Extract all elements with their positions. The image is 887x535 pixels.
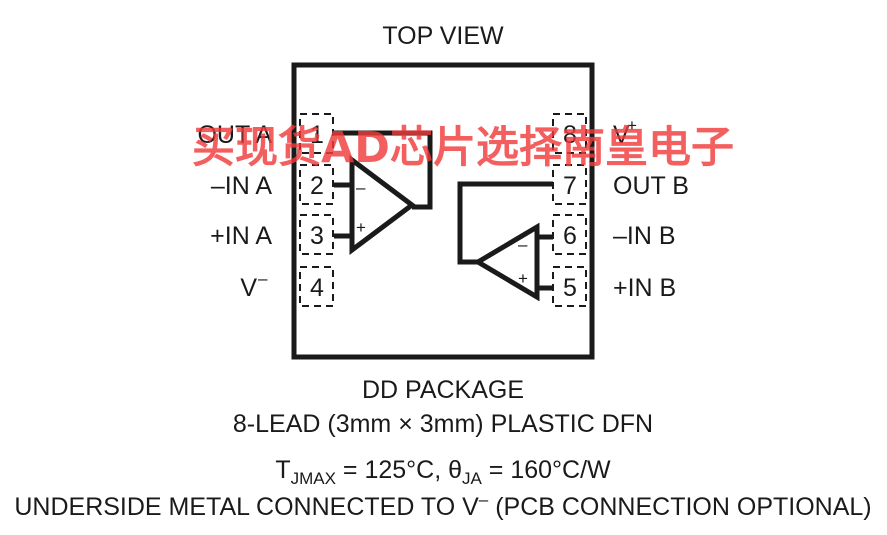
pin-2-label: –IN A <box>211 172 272 200</box>
pin-2-pad <box>299 164 334 205</box>
underside-note: UNDERSIDE METAL CONNECTED TO V– (PCB CON… <box>14 490 871 521</box>
pin-4-label: V <box>240 274 257 302</box>
opamp-a-output-trace <box>334 130 433 210</box>
pin-1-pad <box>299 113 334 154</box>
thermal-spec: TJMAX = 125°C, θJA = 160°C/W <box>275 456 611 488</box>
opamp-a-plus-sign: + <box>356 218 366 237</box>
opamp-b-triangle <box>473 222 540 302</box>
pin-1-number: 1 <box>310 121 324 149</box>
pin-5-number: 5 <box>563 274 577 302</box>
opamp-b-plus-sign: + <box>518 269 528 288</box>
package-description: 8-LEAD (3mm × 3mm) PLASTIC DFN <box>233 410 653 438</box>
watermark: 买现货AD芯片选择南皇电子 <box>192 123 734 173</box>
pin-3-pad <box>299 214 334 255</box>
pin-4-number: 4 <box>310 274 324 302</box>
pin-2-number: 2 <box>310 172 324 200</box>
opamp-a-minus-sign: – <box>356 178 366 197</box>
opamp-b-minus-sign: – <box>518 235 528 254</box>
pin-6-label: –IN B <box>613 222 676 250</box>
pin-3-number: 3 <box>310 222 324 250</box>
pin-7-label: OUT B <box>613 172 689 200</box>
pin-5-label: +IN B <box>613 274 676 302</box>
pin-4-pad <box>299 266 334 307</box>
opamp-a-triangle <box>349 155 417 255</box>
pin-6-number: 6 <box>563 222 577 250</box>
diagram-title: TOP VIEW <box>382 22 504 50</box>
pin-1-label: OUT A <box>197 121 272 149</box>
package-body <box>291 62 595 360</box>
pin-3-label: +IN A <box>210 222 272 250</box>
pin-4-superscript: – <box>258 269 268 288</box>
package-name: DD PACKAGE <box>362 376 524 404</box>
pin-7-number: 7 <box>563 172 577 200</box>
pin-8-label: V <box>613 121 630 149</box>
opamp-b-output-trace <box>457 181 553 265</box>
pin-8-number: 8 <box>563 121 577 149</box>
pin-8-pad <box>552 113 587 154</box>
pin-8-superscript: + <box>627 116 637 135</box>
